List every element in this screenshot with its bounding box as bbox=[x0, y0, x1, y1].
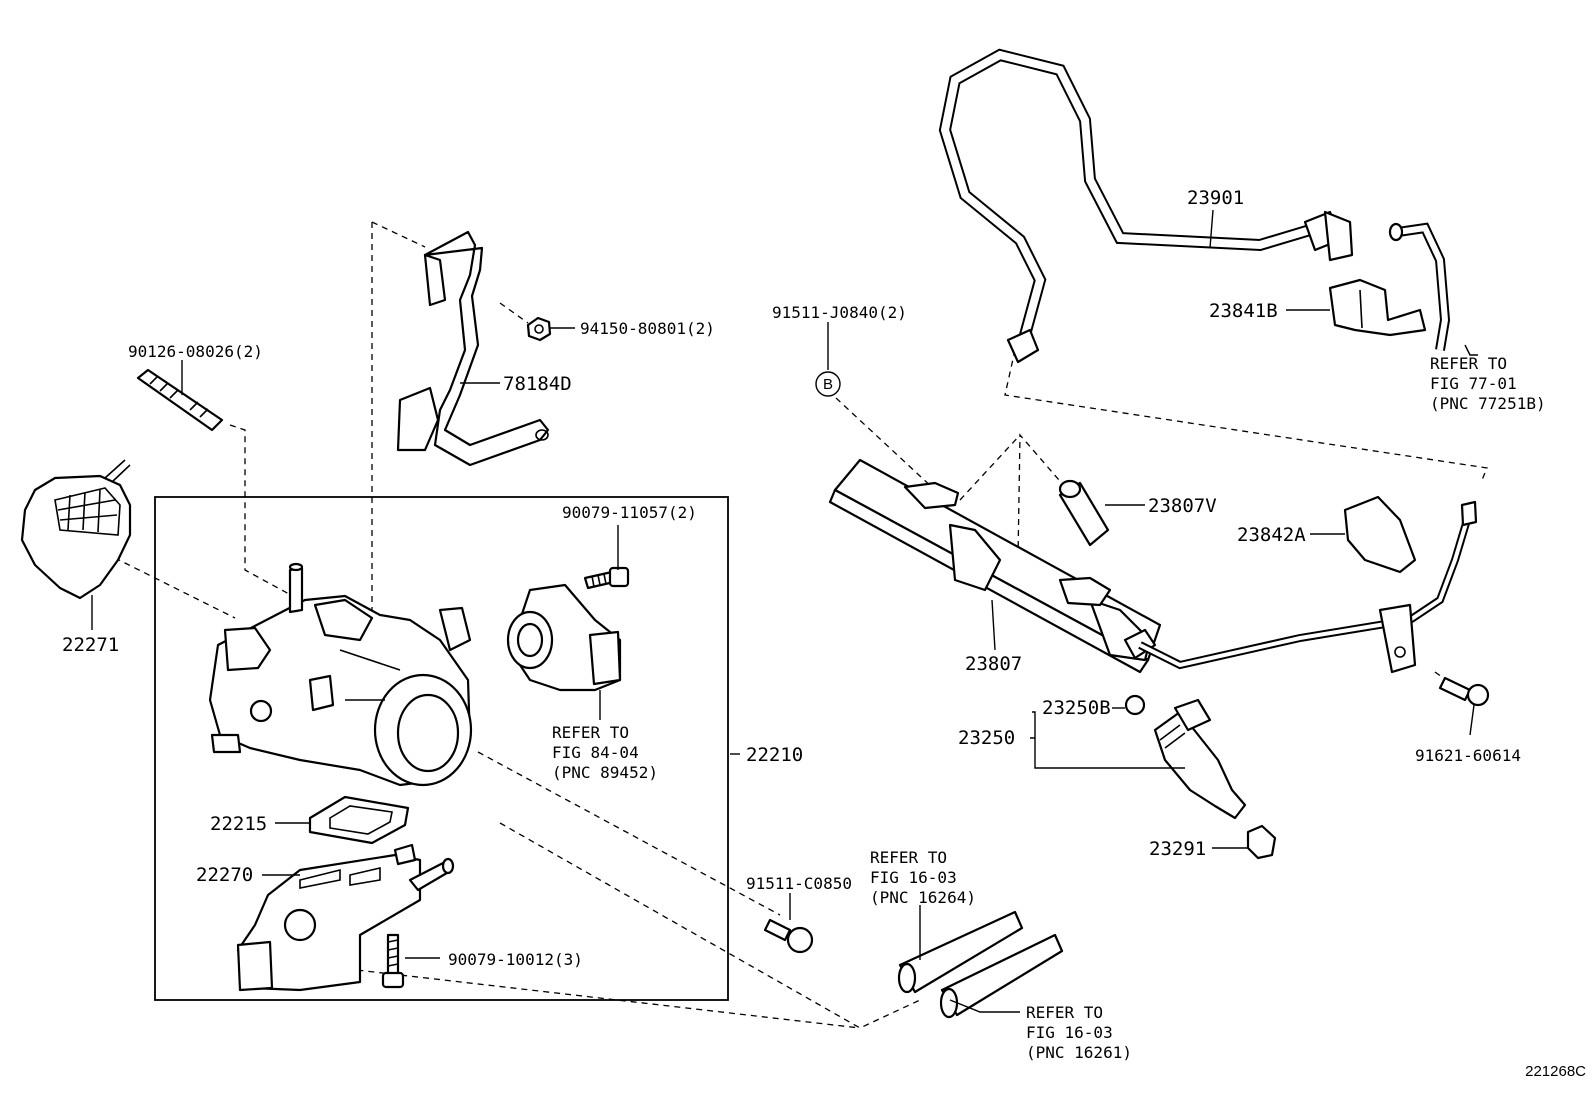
label-90079-10012: 90079-10012(3) bbox=[448, 950, 583, 969]
clamp-23842a bbox=[1343, 495, 1417, 574]
label-ref-84-04-line2: FIG 84-04 bbox=[552, 743, 639, 762]
label-90079-11057: 90079-11057(2) bbox=[562, 503, 697, 522]
bracket-78184d bbox=[396, 230, 550, 467]
oring-23291 bbox=[1246, 824, 1277, 860]
figure-code: 221268C bbox=[1525, 1063, 1586, 1080]
screw-90079-10012 bbox=[381, 933, 405, 989]
idle-air-control-22270 bbox=[236, 843, 455, 992]
fuel-pipe bbox=[1138, 500, 1478, 674]
label-ref-77-01-line2: FIG 77-01 bbox=[1430, 374, 1517, 393]
label-91621-60614: 91621-60614 bbox=[1415, 746, 1521, 765]
label-23842a: 23842A bbox=[1237, 524, 1306, 546]
nut-94150 bbox=[526, 316, 552, 342]
part-labels: 90126-08026(2) 94150-80801(2) 78184D 222… bbox=[62, 187, 1546, 1062]
label-ref-16-03b-line2: FIG 16-03 bbox=[1026, 1023, 1113, 1042]
label-ref-16-03a-line1: REFER TO bbox=[870, 848, 947, 867]
label-ref-16-03a-line2: FIG 16-03 bbox=[870, 868, 957, 887]
label-22210: 22210 bbox=[746, 744, 803, 766]
label-23901: 23901 bbox=[1187, 187, 1244, 209]
label-23291: 23291 bbox=[1149, 838, 1206, 860]
label-ref-84-04-line3: (PNC 89452) bbox=[552, 763, 658, 782]
label-ref-16-03b-line1: REFER TO bbox=[1026, 1003, 1103, 1022]
label-23250: 23250 bbox=[958, 727, 1015, 749]
hose-77-01 bbox=[1388, 222, 1451, 351]
bolt-91621 bbox=[1438, 676, 1490, 707]
label-ref-77-01-line3: (PNC 77251B) bbox=[1430, 394, 1546, 413]
fuel-rail-23807 bbox=[828, 458, 1162, 674]
fuel-hose-23901 bbox=[938, 48, 1354, 364]
label-22270: 22270 bbox=[196, 864, 253, 886]
label-94150-80801: 94150-80801(2) bbox=[580, 319, 715, 338]
label-ref-77-01-line1: REFER TO bbox=[1430, 354, 1507, 373]
screw-90079-11057 bbox=[583, 566, 630, 590]
label-23807v: 23807V bbox=[1148, 495, 1217, 517]
label-ref-16-03b-line3: (PNC 16261) bbox=[1026, 1043, 1132, 1062]
label-22271: 22271 bbox=[62, 634, 119, 656]
label-22215: 22215 bbox=[210, 813, 267, 835]
throttle-body-22210 bbox=[208, 562, 473, 787]
label-91511-j0840: 91511-J0840(2) bbox=[772, 303, 907, 322]
leader-lines bbox=[91, 209, 1478, 1013]
gasket-22215 bbox=[308, 795, 410, 845]
stud-90126-08026 bbox=[136, 368, 224, 432]
label-90126-08026: 90126-08026(2) bbox=[128, 342, 263, 361]
gasket-22271 bbox=[20, 459, 132, 600]
label-23841b: 23841B bbox=[1209, 300, 1278, 322]
label-23250b: 23250B bbox=[1042, 697, 1111, 719]
hoses-16-03 bbox=[897, 910, 1064, 1019]
pulsation-damper-23807v bbox=[1058, 479, 1110, 547]
label-23807: 23807 bbox=[965, 653, 1022, 675]
injector-23250 bbox=[1124, 694, 1247, 820]
bolt-91511-c0850 bbox=[763, 918, 814, 954]
callout-b-letter: B bbox=[823, 376, 833, 393]
throttle-position-sensor bbox=[506, 583, 622, 692]
label-91511-c0850: 91511-C0850 bbox=[746, 874, 852, 893]
label-78184d: 78184D bbox=[503, 373, 572, 395]
callout-b: B bbox=[815, 371, 841, 397]
label-ref-16-03a-line3: (PNC 16264) bbox=[870, 888, 976, 907]
throttle-body-group-frame bbox=[154, 496, 729, 1001]
label-ref-84-04-line1: REFER TO bbox=[552, 723, 629, 742]
clip-23841b bbox=[1328, 278, 1427, 337]
